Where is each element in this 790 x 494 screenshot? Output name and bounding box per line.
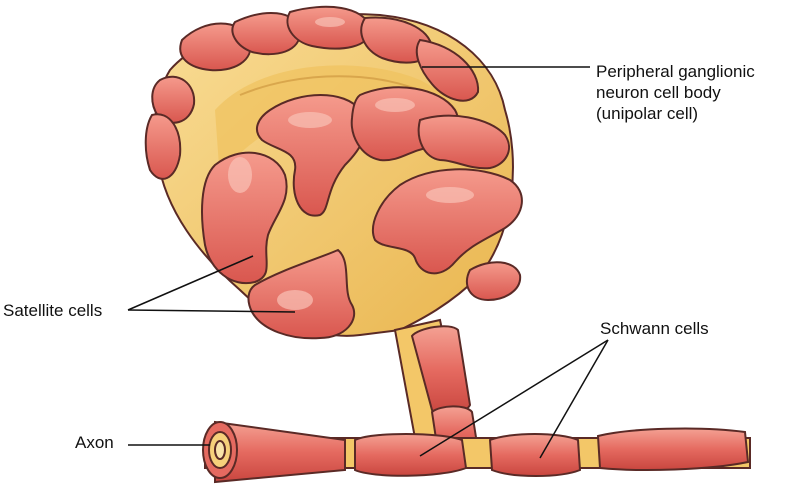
satellite-cell-highlights [228,17,474,310]
satellite-cells-back [144,5,480,180]
leader-lines [127,66,609,459]
axon-horizontal [204,420,751,484]
label-neuron-line-3: (unipolar cell) [596,104,699,123]
axon-cut-end [202,421,238,479]
label-neuron-line-2: neuron cell body [596,83,721,102]
label-schwann-cells: Schwann cells [600,319,709,338]
label-satellite-cells: Satellite cells [3,301,103,320]
label-axon: Axon [75,433,114,452]
label-neuron-cell-body: Peripheral ganglionic neuron cell body (… [596,61,755,124]
label-neuron-line-1: Peripheral ganglionic [596,62,755,81]
